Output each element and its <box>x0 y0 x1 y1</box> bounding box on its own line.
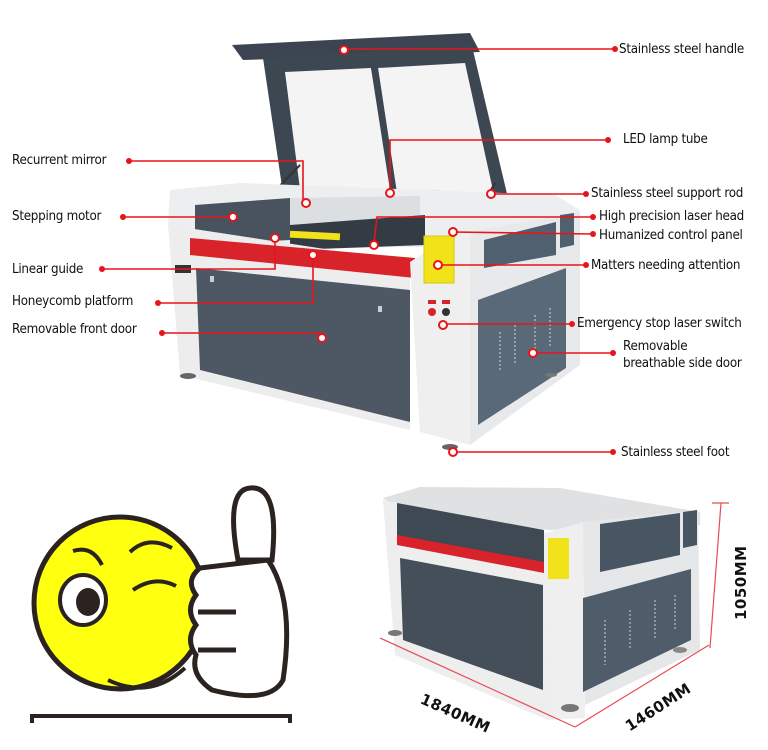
marker-handle-icon <box>339 45 349 55</box>
label-honeycomb-platform: Honeycomb platform <box>12 294 134 309</box>
dot-icon <box>590 214 596 220</box>
label-stainless-steel-handle: Stainless steel handle <box>619 42 744 57</box>
callout-line-recurrent-mirror <box>129 160 304 203</box>
marker-guide-icon <box>270 233 280 243</box>
lid <box>232 33 508 207</box>
marker-side-door-icon <box>528 348 538 358</box>
marker-control-panel-icon <box>448 227 458 237</box>
dot-icon <box>159 330 165 336</box>
marker-motor-icon <box>228 212 238 222</box>
dot-icon <box>569 321 575 327</box>
label-removable-front-door: Removable front door <box>12 322 137 337</box>
dimension-lines <box>379 502 729 728</box>
label-matters-needing-attention: Matters needing attention <box>591 258 741 273</box>
machine-body <box>168 183 580 450</box>
dot-icon <box>612 46 618 52</box>
marker-estop-icon <box>438 320 448 330</box>
marker-front-door-icon <box>317 333 327 343</box>
label-side-door-line2: breathable side door <box>623 356 742 371</box>
dot-icon <box>583 262 589 268</box>
callout-line-humanized-control-panel <box>452 231 594 235</box>
label-side-door-line1: Removable <box>623 339 688 354</box>
label-stainless-steel-support-rod: Stainless steel support rod <box>591 186 744 201</box>
label-led-lamp-tube: LED lamp tube <box>623 132 708 147</box>
label-stainless-steel-foot: Stainless steel foot <box>621 445 730 460</box>
machine-dimension-view <box>379 487 729 728</box>
marker-mirror-icon <box>301 198 311 208</box>
callout-line-honeycomb-platform <box>158 255 314 304</box>
callout-line-led-lamp-tube <box>389 139 608 191</box>
label-humanized-control-panel: Humanized control panel <box>599 228 743 243</box>
callout-dots <box>99 45 618 457</box>
label-linear-guide: Linear guide <box>12 262 84 277</box>
dot-icon <box>605 137 611 143</box>
callout-line-linear-guide <box>102 238 276 270</box>
callout-lines <box>102 48 615 453</box>
dot-icon <box>155 300 161 306</box>
marker-honeycomb-icon <box>308 250 318 260</box>
marker-foot-icon <box>448 447 458 457</box>
thumbs-up-smiley-icon <box>30 485 292 723</box>
label-high-precision-laser-head: High precision laser head <box>599 209 744 224</box>
dot-icon <box>583 191 589 197</box>
dot-icon <box>99 266 105 272</box>
dot-icon <box>610 449 616 455</box>
marker-led-icon <box>385 188 395 198</box>
dot-icon <box>126 158 132 164</box>
dimension-height: 1050MM <box>732 545 750 620</box>
marker-warning-icon <box>433 260 443 270</box>
label-stepping-motor: Stepping motor <box>12 209 102 224</box>
marker-support-rod-icon <box>486 189 496 199</box>
callout-line-high-precision-laser-head <box>373 216 593 244</box>
label-recurrent-mirror: Recurrent mirror <box>12 153 107 168</box>
dot-icon <box>120 214 126 220</box>
label-emergency-stop-laser-switch: Emergency stop laser switch <box>577 316 742 331</box>
marker-laser-head-icon <box>369 240 379 250</box>
dot-icon <box>610 350 616 356</box>
dot-icon <box>590 231 596 237</box>
